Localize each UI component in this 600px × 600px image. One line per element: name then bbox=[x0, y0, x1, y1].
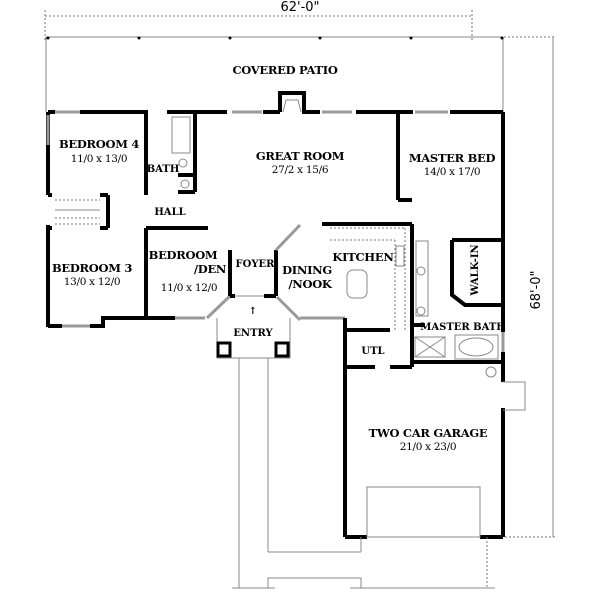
entry-label: ENTRY bbox=[233, 328, 273, 339]
kitchen-counters bbox=[330, 227, 406, 330]
entry-arrow-icon: ↑ bbox=[249, 306, 257, 317]
master-bed-label: MASTER BED bbox=[409, 151, 496, 165]
dimension-width bbox=[44, 10, 473, 40]
hall-label: HALL bbox=[154, 207, 185, 218]
master-bath-fixtures bbox=[414, 240, 499, 378]
foyer-label: FOYER bbox=[236, 259, 276, 270]
bath-label: BATH bbox=[147, 164, 180, 175]
master-bed-size: 14/0 x 17/0 bbox=[424, 166, 480, 178]
garage-door bbox=[366, 486, 481, 538]
bedroom4-size: 11/0 x 13/0 bbox=[71, 153, 127, 165]
covered-patio-label: COVERED PATIO bbox=[232, 63, 337, 77]
bedroom-den-label-1: BEDROOM bbox=[149, 248, 218, 262]
dining-label-2: /NOOK bbox=[288, 277, 333, 291]
walkways bbox=[232, 358, 495, 589]
overall-width-label: 62'-0" bbox=[280, 0, 319, 15]
entry-porch: ↑ bbox=[216, 306, 291, 359]
bedroom3-label: BEDROOM 3 bbox=[52, 261, 132, 275]
fireplace bbox=[282, 99, 302, 113]
garage-side-door bbox=[503, 381, 526, 411]
master-bath-label: MASTER BATH bbox=[420, 322, 505, 333]
great-room-size: 27/2 x 15/6 bbox=[272, 164, 329, 176]
exterior-walls bbox=[46, 91, 505, 537]
bath-fixtures bbox=[171, 116, 191, 189]
overall-depth-label: 68'-0" bbox=[529, 270, 544, 309]
rear-windows bbox=[46, 110, 448, 145]
walk-in-label: WALK-IN bbox=[470, 244, 481, 296]
interior-walls bbox=[48, 112, 505, 539]
utl-label: UTL bbox=[361, 346, 384, 357]
great-room-label: GREAT ROOM bbox=[256, 149, 345, 163]
kitchen-label: KITCHEN bbox=[332, 250, 394, 264]
garage-label: TWO CAR GARAGE bbox=[369, 426, 488, 440]
dining-label-1: DINING bbox=[282, 263, 332, 277]
bedroom3-size: 13/0 x 12/0 bbox=[64, 276, 120, 288]
bedroom4-label: BEDROOM 4 bbox=[59, 137, 139, 151]
garage-size: 21/0 x 23/0 bbox=[400, 441, 456, 453]
covered-patio-outline bbox=[45, 36, 504, 112]
bedroom-den-label-2: /DEN bbox=[194, 262, 227, 276]
bedroom-den-size: 11/0 x 12/0 bbox=[161, 282, 217, 294]
kitchen-island bbox=[346, 269, 368, 299]
